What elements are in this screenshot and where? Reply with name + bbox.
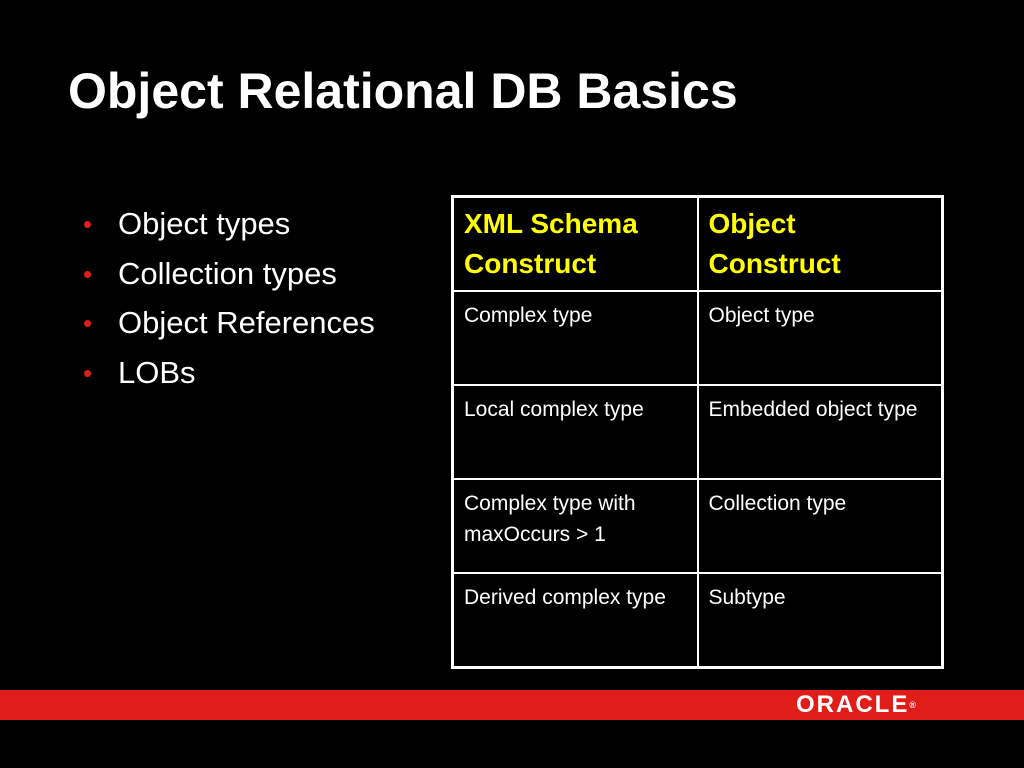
bullet-dot-icon: • — [83, 258, 93, 289]
registered-mark: ® — [909, 700, 916, 710]
table-header-row: XML Schema Construct Object Construct — [451, 195, 944, 292]
bullet-item: • Object References — [80, 301, 375, 351]
bullet-text: LOBs — [118, 354, 196, 390]
header-object-construct: Object Construct — [696, 195, 944, 292]
footer-bar: ORACLE® — [0, 690, 1024, 720]
table-row: Derived complex type Subtype — [451, 572, 944, 669]
bullet-text: Object types — [118, 206, 291, 241]
bullet-item: • Collection types — [80, 252, 375, 302]
bullet-item: • LOBs — [80, 351, 375, 401]
bullet-dot-icon: • — [83, 308, 93, 338]
logo-text: ORACLE — [796, 691, 910, 718]
table-cell: Complex type with maxOccurs > 1 — [451, 478, 699, 574]
bullet-text: Object References — [118, 305, 375, 340]
bullet-dot-icon: • — [83, 209, 93, 239]
bullet-item: • Object types — [80, 202, 375, 252]
table-cell: Derived complex type — [451, 572, 699, 669]
slide-title: Object Relational DB Basics — [68, 63, 738, 119]
oracle-logo: ORACLE® — [796, 693, 916, 717]
table-cell: Complex type — [451, 290, 699, 386]
header-xml-schema-construct: XML Schema Construct — [451, 195, 699, 292]
table-cell: Collection type — [696, 478, 944, 574]
table-row: Local complex type Embedded object type — [451, 384, 944, 480]
table-row: Complex type with maxOccurs > 1 Collecti… — [451, 478, 944, 574]
table-row: Complex type Object type — [451, 290, 944, 386]
construct-mapping-table: XML Schema Construct Object Construct Co… — [451, 195, 944, 669]
table-cell: Embedded object type — [696, 384, 944, 480]
bullet-list: • Object types • Collection types • Obje… — [80, 202, 375, 400]
bullet-dot-icon: • — [83, 357, 93, 388]
table-cell: Local complex type — [451, 384, 699, 480]
table-cell: Subtype — [696, 572, 944, 669]
bullet-text: Collection types — [118, 255, 337, 291]
table-cell: Object type — [696, 290, 944, 386]
